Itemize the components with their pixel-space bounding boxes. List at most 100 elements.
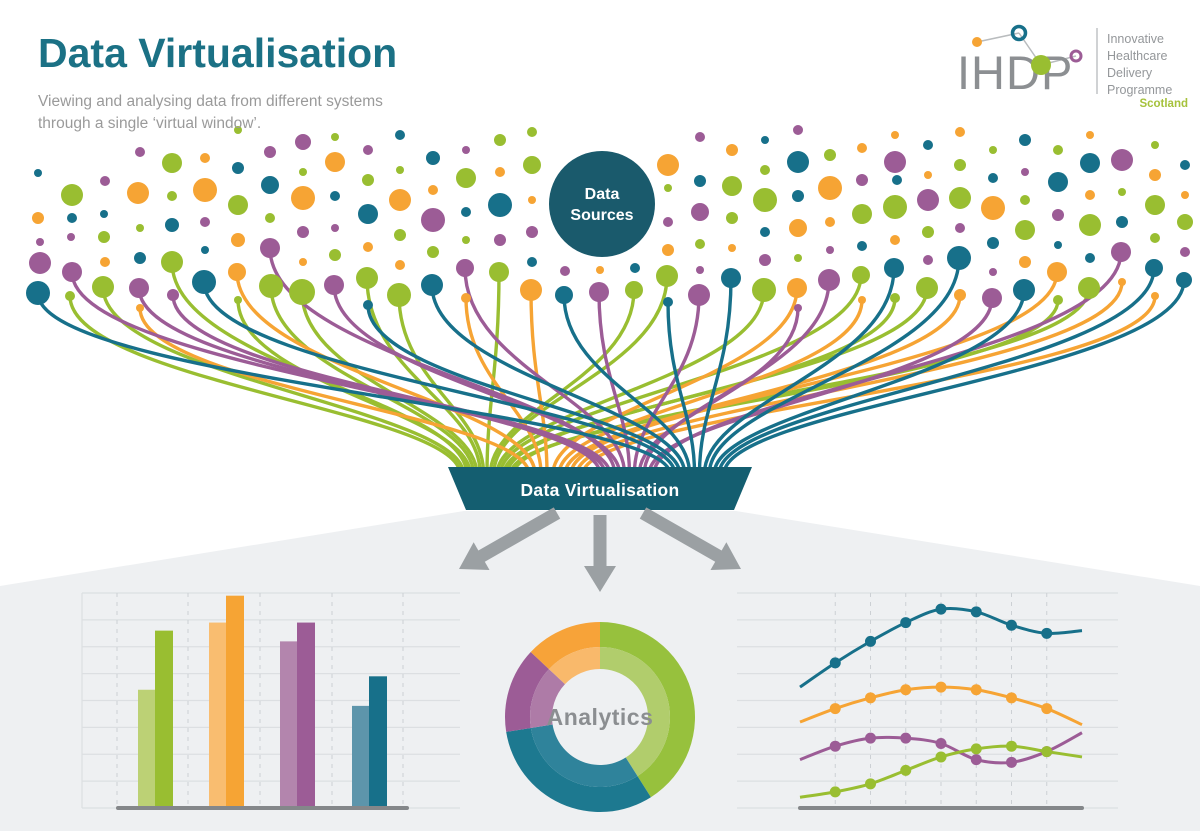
data-point-orange [900, 684, 912, 696]
source-dot [1150, 233, 1160, 243]
stream-line-o [464, 296, 543, 476]
source-dot [656, 265, 678, 287]
source-dot [324, 275, 344, 295]
source-dot [264, 146, 276, 158]
source-dot [1085, 253, 1095, 263]
source-dot [954, 289, 966, 301]
data-point-purple [970, 754, 982, 766]
source-dot [299, 258, 307, 266]
stream-line-t [562, 293, 692, 476]
source-dot [923, 140, 933, 150]
source-dot [662, 244, 674, 256]
source-dot [426, 151, 440, 165]
source-dot [857, 241, 867, 251]
source-dot [36, 238, 44, 246]
source-dot [752, 278, 776, 302]
source-dot [167, 191, 177, 201]
source-dot [494, 234, 506, 246]
source-dot [1145, 195, 1165, 215]
logo-word-4: Programme [1107, 83, 1172, 97]
source-dot [167, 289, 179, 301]
data-point-teal [970, 606, 982, 618]
source-dot [165, 218, 179, 232]
source-dot [630, 263, 640, 273]
bar-front-teal [369, 676, 387, 808]
data-point-orange [970, 684, 982, 696]
source-dot [395, 130, 405, 140]
source-dot [100, 176, 110, 186]
stream-line-t [366, 303, 682, 476]
source-dot [127, 182, 149, 204]
logo-teal-ring-icon [1010, 24, 1028, 42]
source-dot [891, 131, 899, 139]
source-dot [136, 304, 144, 312]
donut-segment-inner-green [600, 647, 670, 777]
data-point-teal [829, 657, 841, 669]
source-dot [787, 151, 809, 173]
source-dot [289, 279, 315, 305]
source-dot [299, 168, 307, 176]
source-dot [1180, 247, 1190, 257]
data-point-green [900, 764, 912, 776]
logo-orange-node-icon [972, 37, 982, 47]
data-point-green [935, 751, 947, 763]
arrow-head [459, 542, 490, 570]
source-dot [494, 134, 506, 146]
ihdp-logo: IHDP Innovative Healthcare Delivery Prog… [955, 14, 1200, 114]
stream-line-t [697, 276, 733, 476]
stream-line-t [666, 300, 697, 476]
source-dot [695, 132, 705, 142]
source-dot [726, 212, 738, 224]
source-dot [1019, 134, 1031, 146]
source-dot [1048, 172, 1068, 192]
source-dot [1054, 241, 1062, 249]
source-dot [852, 266, 870, 284]
source-dot [462, 146, 470, 154]
source-dot [329, 249, 341, 261]
source-dot [356, 267, 378, 289]
bar-chart [81, 592, 460, 810]
source-dot [265, 213, 275, 223]
source-dot [792, 190, 804, 202]
source-dot [761, 136, 769, 144]
source-dot [261, 176, 279, 194]
bar-back-teal [352, 705, 370, 808]
data-point-green [865, 778, 876, 790]
data-point-orange [829, 703, 841, 715]
source-dot [1176, 272, 1192, 288]
source-dot [1181, 191, 1189, 199]
data-point-green [970, 743, 982, 755]
data-point-teal [865, 635, 876, 647]
bar-back-green [138, 689, 156, 808]
source-dot [363, 242, 373, 252]
stream-line-t [722, 278, 1186, 476]
source-dot [394, 229, 406, 241]
source-dot [325, 152, 345, 172]
source-dot [947, 246, 971, 270]
source-dot [890, 293, 900, 303]
source-dot [193, 178, 217, 202]
source-dot [421, 274, 443, 296]
data-source-dot-field [26, 125, 1193, 312]
data-point-purple [935, 738, 947, 749]
source-dot [989, 268, 997, 276]
data-point-purple [829, 740, 841, 752]
stream-line-t [707, 256, 961, 476]
source-dot [1177, 214, 1193, 230]
data-point-teal [1006, 619, 1017, 631]
stream-line-g [365, 276, 482, 476]
source-dot [136, 224, 144, 232]
source-dot [818, 176, 842, 200]
data-point-green [1006, 740, 1017, 752]
source-dot [858, 296, 866, 304]
data-sources-circle [549, 151, 655, 257]
logo-purple-ring-icon [1069, 49, 1083, 63]
source-dot [955, 223, 965, 233]
source-dot [331, 133, 339, 141]
logo-green-node-icon [1031, 55, 1051, 75]
source-dot [461, 207, 471, 217]
source-dot [884, 151, 906, 173]
donut-segment-orange [530, 622, 600, 670]
page-header: Data Virtualisation Viewing and analysin… [38, 30, 397, 134]
